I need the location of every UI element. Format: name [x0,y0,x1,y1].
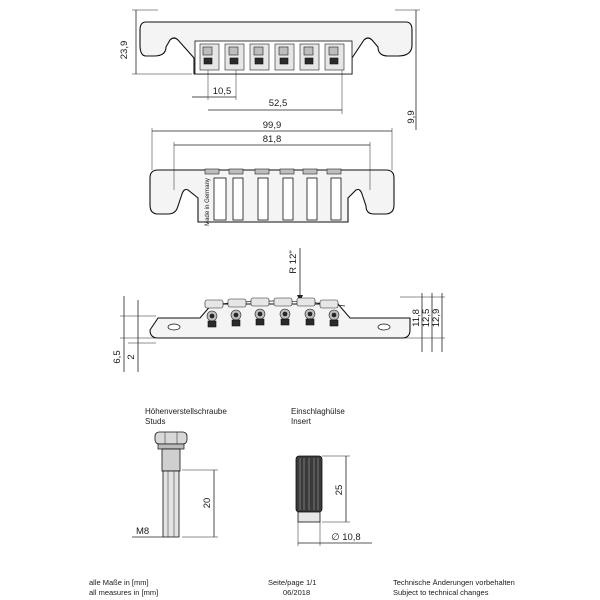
front-view: Made in Germany 99,9 81,8 [149,120,395,226]
dim-stud-spacing: 81,8 [263,134,282,145]
dim-base-height-b: 2 [126,354,137,359]
stud-part: Höhenverstellschraube Studs 20 M8 [132,407,227,538]
dim-height-12a: 12,5 [421,309,432,328]
dim-height-11: 11,8 [411,309,422,327]
dim-stud-thread: M8 [136,526,149,537]
saddles-side [204,297,339,309]
dim-height-right: 9,9 [406,110,417,123]
dim-base-height-a: 6,5 [112,350,123,363]
footer-measure-de: alle Maße in [mm] [89,578,149,587]
footer-changes-en: Subject to technical changes [393,588,489,597]
top-view: 23,9 10,5 52,5 9,9 [119,9,420,130]
side-view: R 12" [112,248,445,372]
footer-measure-en: all measures in [mm] [89,588,158,597]
dim-stud-length: 20 [202,498,213,509]
dim-height-top: 23,9 [119,41,130,60]
dim-string-spread: 52,5 [269,98,288,109]
saddles-top [199,43,345,71]
screws-front [204,168,342,175]
saddle-screws-side [206,308,340,328]
insert-title-en: Insert [291,417,312,426]
dim-saddle-spacing: 10,5 [213,86,232,97]
stud-title-en: Studs [145,417,165,426]
dim-overall-length: 99,9 [263,120,282,131]
saddle-slots-front [213,177,342,221]
footer-date: 06/2018 [283,588,310,597]
footer-changes-de: Technische Änderungen vorbehalten [393,578,515,587]
dim-height-12b: 12,9 [431,309,442,328]
stud-title-de: Höhenverstellschraube [145,407,227,416]
dim-insert-diameter: ∅ 10,8 [331,532,360,543]
footer: alle Maße in [mm] all measures in [mm] S… [89,578,515,597]
made-in-germany: Made in Germany [205,178,211,226]
insert-part: Einschlaghülse Insert 25 ∅ 10,8 [291,407,372,546]
insert-title-de: Einschlaghülse [291,407,345,416]
dim-radius: R 12" [288,250,299,273]
footer-page: Seite/page 1/1 [268,578,316,587]
dim-insert-length: 25 [334,485,345,496]
